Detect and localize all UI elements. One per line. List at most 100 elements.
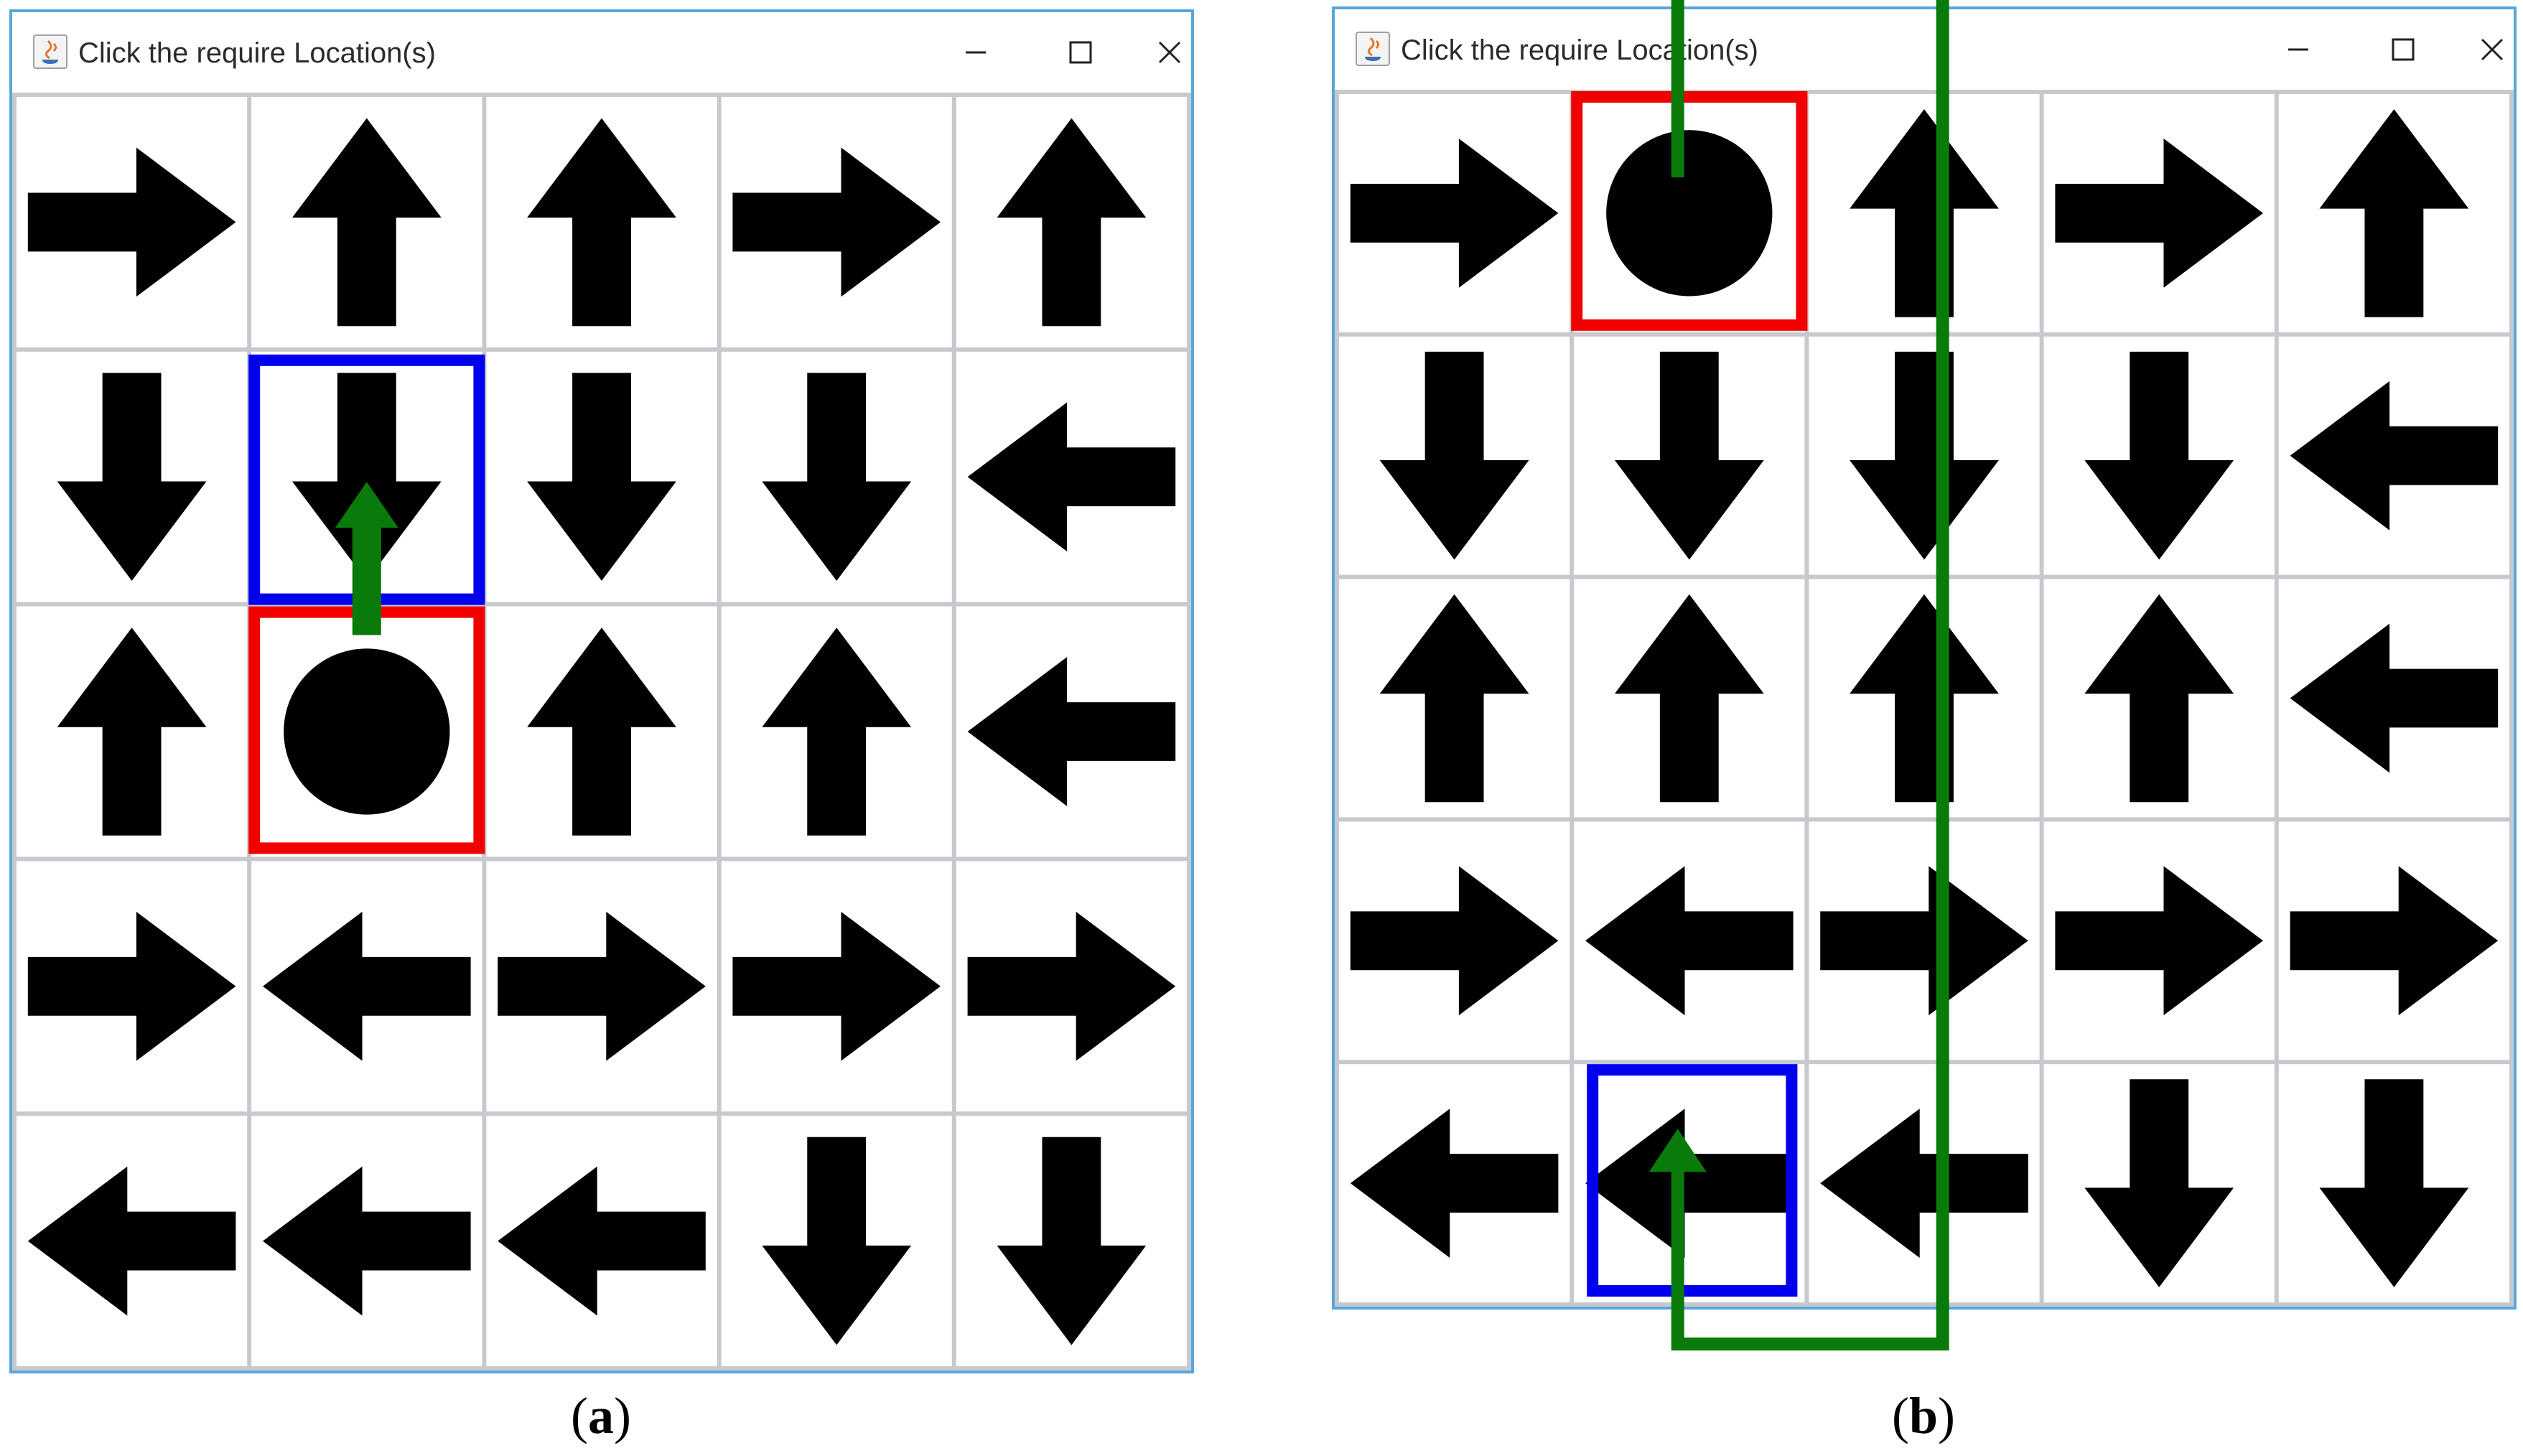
maximize-button[interactable] [1046, 27, 1115, 78]
java-app-icon [33, 34, 67, 69]
grid-cell[interactable] [721, 861, 952, 1112]
grid-cell[interactable] [1809, 579, 2040, 818]
arrow-right-icon [27, 911, 236, 1061]
arrow-right-icon [498, 911, 706, 1061]
arrow-up-icon [57, 627, 207, 836]
grid-cell[interactable] [2043, 1064, 2275, 1302]
arrow-left-icon [1585, 1109, 1794, 1258]
arrow-right-icon [2055, 139, 2263, 288]
arrow-right-icon [1350, 866, 1559, 1016]
window-b: Click the require Location(s) [1332, 0, 2517, 1350]
grid-cell[interactable] [2278, 579, 2509, 818]
arrow-left-icon [498, 1166, 706, 1316]
grid-cell[interactable] [2043, 579, 2275, 818]
grid-cell[interactable] [956, 606, 1187, 857]
arrow-down-icon [292, 373, 442, 581]
grid-cell[interactable] [1809, 1064, 2040, 1302]
grid-cell[interactable] [17, 861, 248, 1112]
grid-cell[interactable] [1574, 336, 1805, 575]
arrow-grid [12, 93, 1191, 1371]
maximize-icon [2392, 38, 2415, 61]
path-line [352, 525, 381, 635]
arrow-up-icon [2319, 109, 2469, 317]
grid-cell[interactable] [17, 97, 248, 347]
arrow-down-icon [57, 373, 207, 581]
minimize-button[interactable] [2264, 24, 2333, 75]
grid-cell[interactable] [486, 1116, 717, 1366]
arrow-up-icon [1614, 594, 1764, 803]
arrow-down-icon [1614, 351, 1764, 560]
grid-cell[interactable] [17, 351, 248, 602]
grid-cell[interactable] [1574, 579, 1805, 818]
grid-cell[interactable] [2043, 821, 2275, 1060]
grid-cell[interactable] [1809, 94, 2040, 332]
grid-cell[interactable] [1339, 336, 1570, 575]
close-icon [2481, 38, 2504, 61]
grid-cell[interactable] [1809, 336, 2040, 575]
arrow-down-icon [2319, 1079, 2469, 1287]
title-bar[interactable]: Click the require Location(s) [1335, 9, 2514, 90]
arrow-up-icon [527, 627, 676, 836]
grid-cell[interactable] [1339, 1064, 1570, 1302]
grid-cell[interactable] [1339, 579, 1570, 818]
arrow-up-icon [292, 118, 442, 327]
arrow-down-icon [997, 1137, 1147, 1345]
grid-cell[interactable] [2278, 94, 2509, 332]
grid-cell[interactable] [17, 606, 248, 857]
grid-cell[interactable] [1574, 821, 1805, 1060]
grid-cell[interactable] [1574, 1064, 1805, 1302]
grid-cell[interactable] [486, 606, 717, 857]
grid-cell[interactable] [721, 1116, 952, 1366]
grid-cell[interactable] [1339, 821, 1570, 1060]
arrow-right-icon [1820, 866, 2028, 1016]
arrow-right-icon [967, 911, 1176, 1061]
grid-cell[interactable] [721, 97, 952, 347]
window-title: Click the require Location(s) [1401, 34, 1758, 66]
grid-cell[interactable] [486, 351, 717, 602]
arrow-left-icon [1350, 1109, 1559, 1258]
grid-cell[interactable] [486, 97, 717, 347]
maximize-button[interactable] [2369, 24, 2438, 75]
grid-cell[interactable] [956, 861, 1187, 1112]
grid-cell[interactable] [1574, 94, 1805, 332]
grid-cell[interactable] [956, 97, 1187, 347]
arrow-left-icon [967, 402, 1176, 552]
arrow-left-icon [263, 911, 471, 1061]
grid-cell[interactable] [2043, 94, 2275, 332]
grid-cell[interactable] [2043, 336, 2275, 575]
arrow-up-icon [1850, 594, 1999, 803]
grid-cell[interactable] [2278, 821, 2509, 1060]
minimize-button[interactable] [941, 27, 1010, 78]
arrow-down-icon [527, 373, 676, 581]
window-title: Click the require Location(s) [78, 37, 436, 69]
arrow-right-icon [2055, 866, 2263, 1016]
title-bar[interactable]: Click the require Location(s) [12, 12, 1191, 93]
arrow-left-icon [1585, 866, 1794, 1016]
caption-b: (b) [1891, 1387, 1955, 1445]
grid-cell[interactable] [17, 1116, 248, 1366]
close-button[interactable] [1135, 27, 1204, 78]
arrow-down-icon [762, 1137, 912, 1345]
arrow-right-icon [2290, 866, 2499, 1016]
arrow-left-icon [2290, 623, 2499, 773]
grid-cell[interactable] [721, 606, 952, 857]
close-button[interactable] [2458, 24, 2523, 75]
grid-cell[interactable] [721, 351, 952, 602]
grid-cell[interactable] [251, 606, 482, 857]
arrow-up-icon [2084, 594, 2234, 803]
target-box [1587, 1064, 1798, 1297]
grid-cell[interactable] [251, 861, 482, 1112]
arrow-left-icon [2290, 381, 2499, 531]
grid-cell[interactable] [486, 861, 717, 1112]
grid-cell[interactable] [2278, 336, 2509, 575]
maximize-icon [1069, 41, 1092, 64]
grid-cell[interactable] [251, 1116, 482, 1366]
grid-cell[interactable] [956, 351, 1187, 602]
arrow-left-icon [1820, 1109, 2028, 1258]
grid-cell[interactable] [1339, 94, 1570, 332]
grid-cell[interactable] [1809, 821, 2040, 1060]
grid-cell[interactable] [956, 1116, 1187, 1366]
arrow-right-icon [1350, 139, 1559, 288]
grid-cell[interactable] [251, 97, 482, 347]
grid-cell[interactable] [2278, 1064, 2509, 1302]
